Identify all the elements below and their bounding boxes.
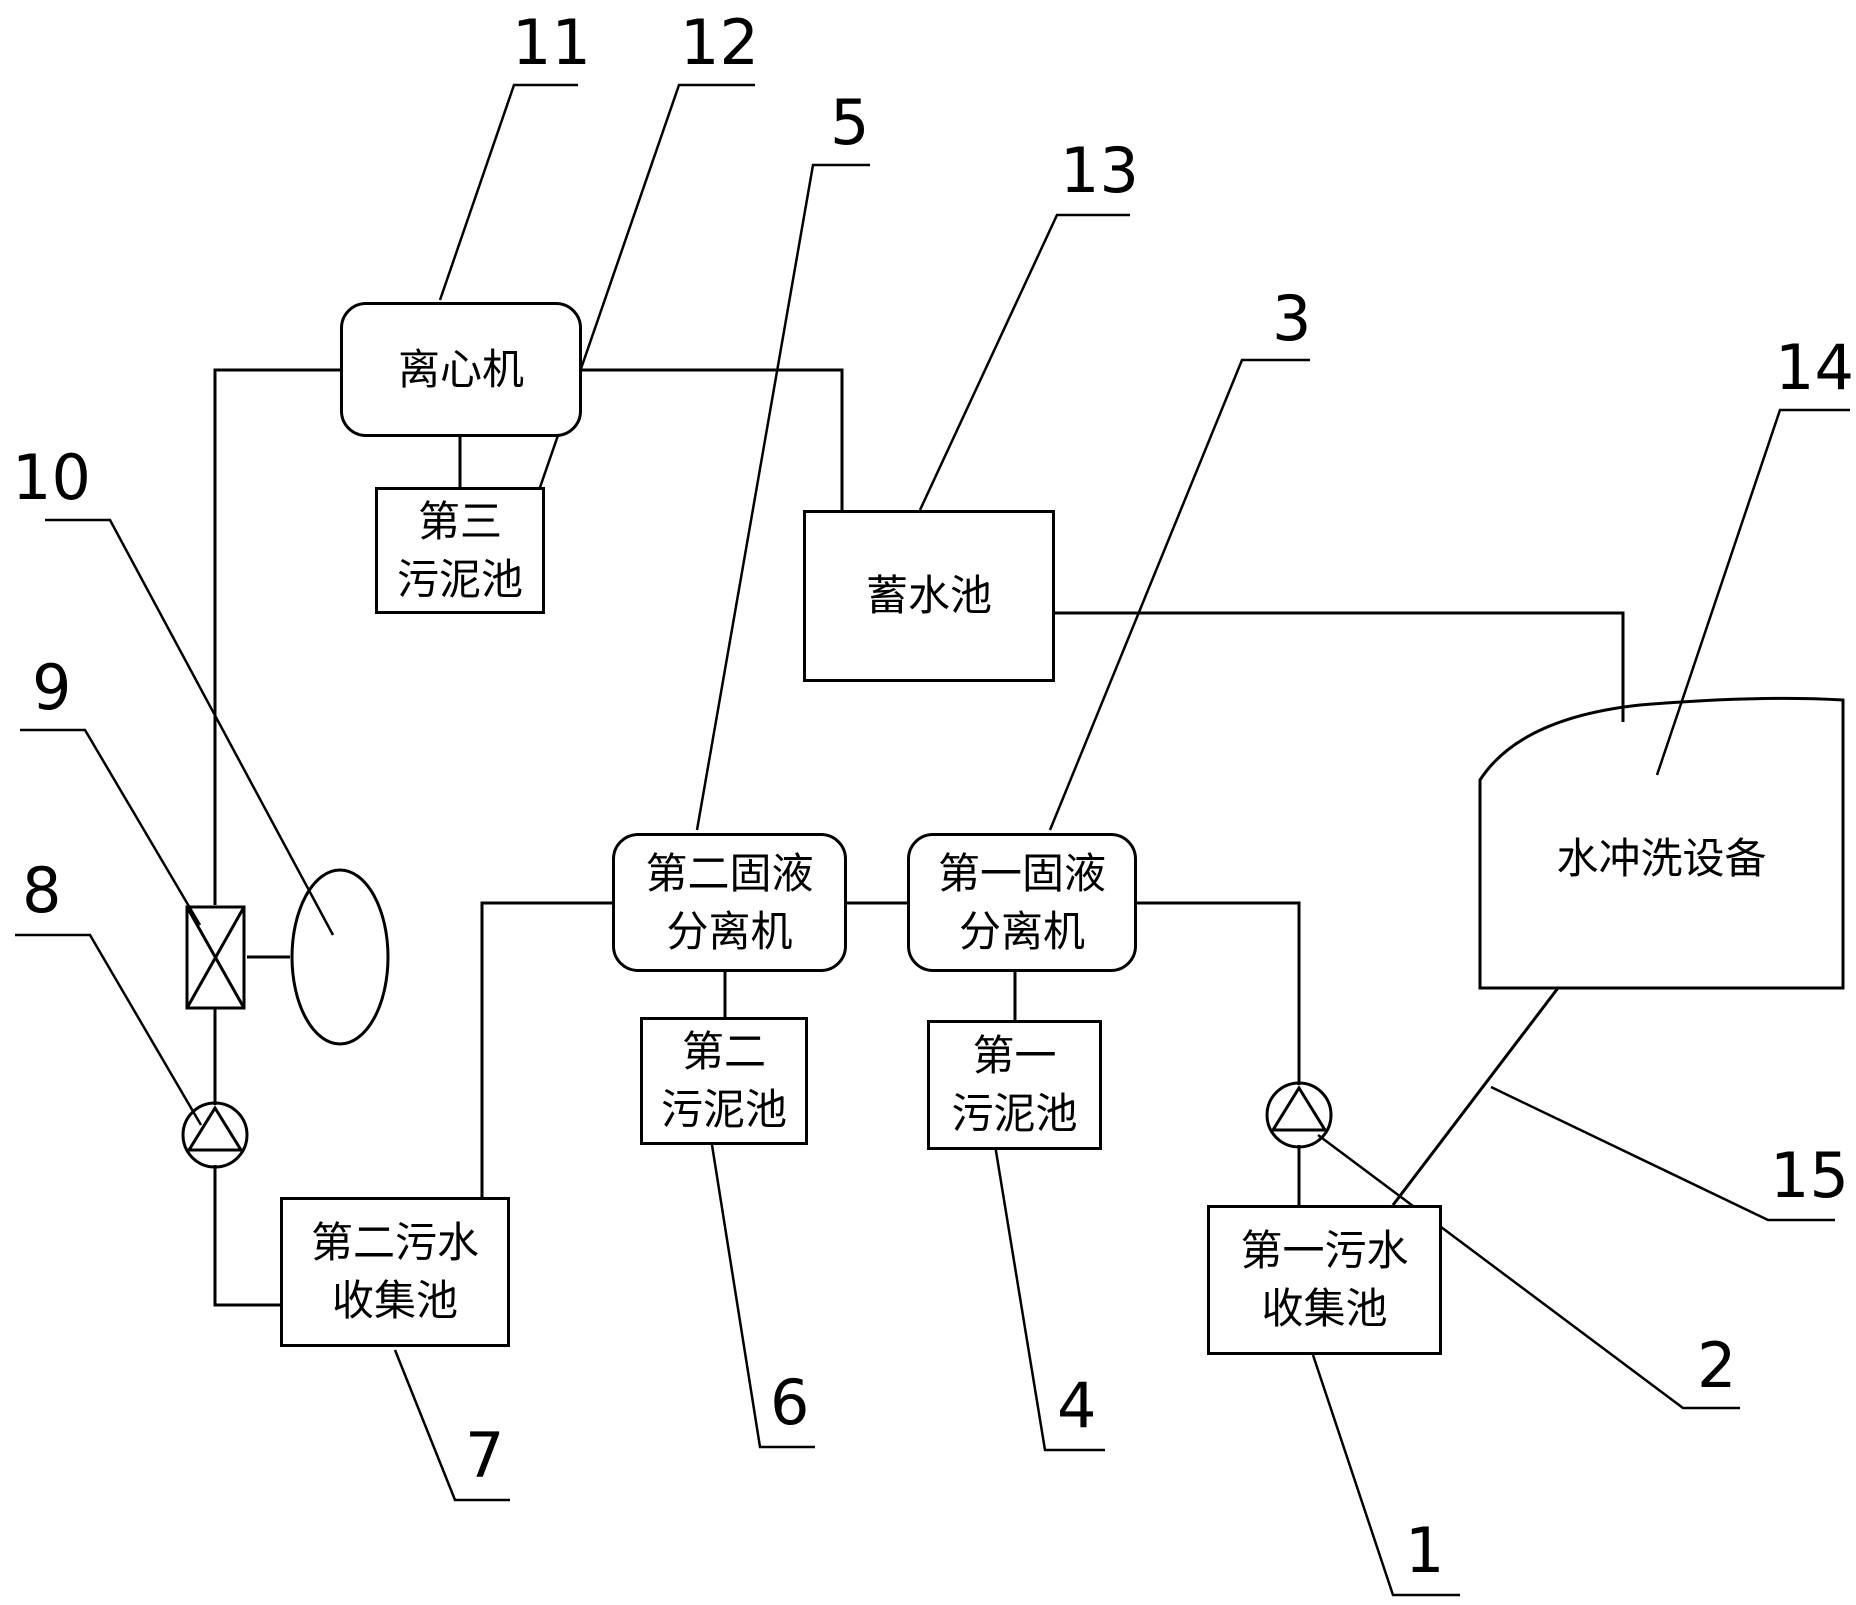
callout-10: 10 xyxy=(12,441,91,514)
pipe-sewage2-separator2 xyxy=(480,901,612,1197)
sewage-tank-2-box: 第二污水 收集池 xyxy=(280,1197,510,1347)
callout-2: 2 xyxy=(1697,1329,1737,1402)
callout-9: 9 xyxy=(32,651,72,724)
callout-7: 7 xyxy=(465,1419,505,1492)
callout-13: 13 xyxy=(1060,134,1139,207)
sludge-tank-3-label: 第三 污泥池 xyxy=(396,496,523,604)
reservoir-box: 蓄水池 xyxy=(803,510,1055,682)
washing-equipment-label-wrap: 水冲洗设备 xyxy=(1480,800,1843,910)
pipe-centrifuge-reservoir xyxy=(580,368,844,510)
callout-14: 14 xyxy=(1775,331,1854,404)
tank-icon xyxy=(290,868,390,1046)
sewage-tank-2-label: 第二污水 收集池 xyxy=(310,1218,479,1325)
separator-1-box: 第一固液 分离机 xyxy=(907,833,1137,972)
reservoir-label: 蓄水池 xyxy=(865,571,992,620)
callout-12: 12 xyxy=(680,6,759,79)
callout-11: 11 xyxy=(512,6,591,79)
valve-icon xyxy=(185,905,246,1010)
pipe-reservoir-washing xyxy=(1055,611,1625,722)
callout-15: 15 xyxy=(1770,1139,1849,1212)
pipe-centrifuge-left xyxy=(213,368,340,905)
callout-8: 8 xyxy=(22,854,62,927)
centrifuge-box: 离心机 xyxy=(340,302,582,437)
pipe-pump-sewage2 xyxy=(213,1165,280,1307)
callout-3: 3 xyxy=(1272,282,1312,355)
washing-equipment-label: 水冲洗设备 xyxy=(1556,833,1767,883)
pipe-washing-return xyxy=(1391,987,1560,1206)
pipe-separator1-pump xyxy=(1137,901,1301,1085)
pump-icon xyxy=(181,1101,249,1169)
sewage-tank-1-box: 第一污水 收集池 xyxy=(1207,1205,1442,1355)
callout-4: 4 xyxy=(1057,1369,1097,1442)
separator-2-label: 第二固液 分离机 xyxy=(645,848,814,956)
washing-equipment-outline xyxy=(1478,696,1845,990)
sludge-tank-2-box: 第二 污泥池 xyxy=(640,1017,808,1145)
sewage-tank-1-label: 第一污水 收集池 xyxy=(1240,1226,1409,1333)
callout-1: 1 xyxy=(1405,1514,1445,1587)
sludge-tank-1-box: 第一 污泥池 xyxy=(927,1020,1102,1150)
leader-lines xyxy=(15,83,1850,1597)
sludge-tank-2-label: 第二 污泥池 xyxy=(660,1027,787,1134)
sludge-tank-1-label: 第一 污泥池 xyxy=(951,1031,1078,1138)
separator-1-label: 第一固液 分离机 xyxy=(937,848,1106,956)
sludge-tank-3-box: 第三 污泥池 xyxy=(375,487,545,614)
callout-5: 5 xyxy=(830,86,870,159)
pump-icon xyxy=(1265,1081,1333,1149)
separator-2-box: 第二固液 分离机 xyxy=(612,833,847,972)
callout-6: 6 xyxy=(770,1366,810,1439)
centrifuge-label: 离心机 xyxy=(397,344,524,394)
